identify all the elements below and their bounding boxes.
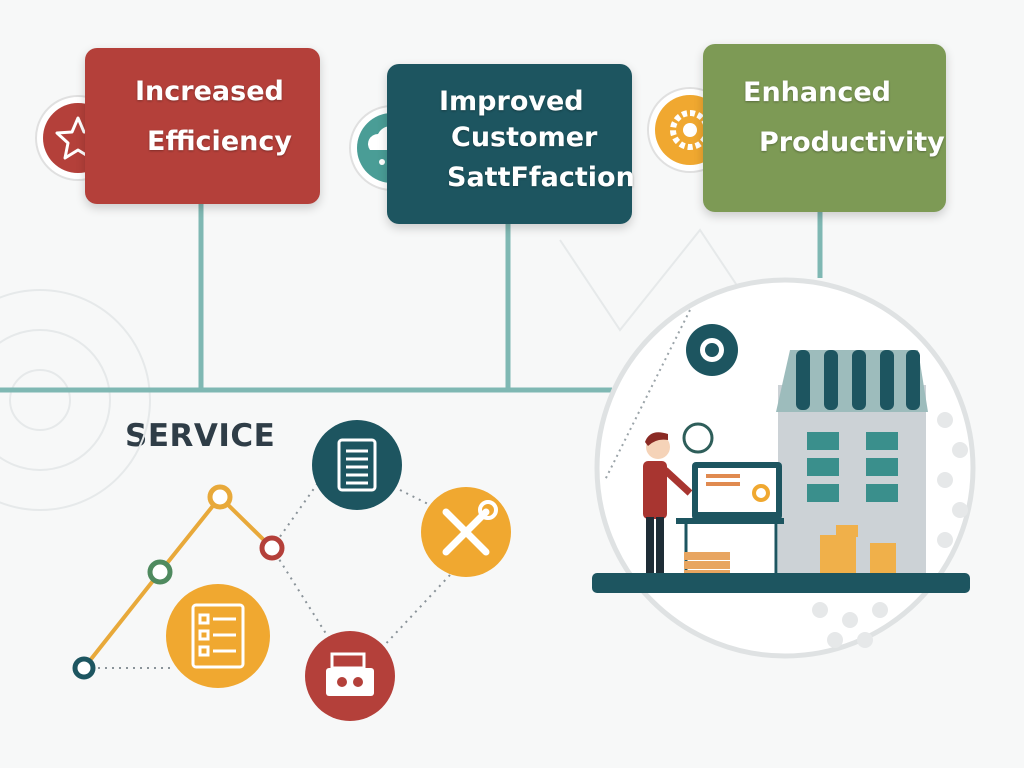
benefit-card-efficiency: Increased Efficiency bbox=[85, 48, 320, 204]
person-figure bbox=[643, 432, 693, 575]
benefit-label-line3: SattFfaction bbox=[447, 162, 635, 193]
benefit-card-productivity: Enhanced Productivity bbox=[703, 44, 946, 212]
benefit-card-customer-satisfaction: Improved Customer SattFfaction bbox=[387, 64, 635, 224]
benefit-label-line2: Productivity bbox=[759, 127, 945, 158]
trend-chart bbox=[72, 479, 451, 680]
benefit-label-line1: Increased bbox=[135, 76, 284, 107]
connector-lines bbox=[0, 200, 823, 393]
clock-icon bbox=[682, 422, 714, 454]
store-illustration bbox=[592, 277, 976, 659]
benefit-label-line2: Efficiency bbox=[147, 126, 292, 157]
benefit-label-line2: Customer bbox=[451, 122, 598, 153]
chart-point bbox=[147, 559, 173, 585]
document-icon bbox=[312, 420, 402, 510]
gear-icon bbox=[686, 324, 738, 376]
chart-point bbox=[259, 535, 285, 561]
benefit-label-line1: Enhanced bbox=[743, 77, 891, 108]
chart-point bbox=[207, 484, 233, 510]
background-decoration bbox=[0, 228, 761, 511]
checklist-icon bbox=[166, 584, 270, 688]
cash-register-icon bbox=[305, 631, 395, 721]
tools-icon bbox=[421, 487, 511, 577]
chart-point bbox=[72, 656, 96, 680]
section-title: SERVICE bbox=[125, 418, 276, 454]
benefit-label-line1: Improved bbox=[439, 86, 584, 117]
